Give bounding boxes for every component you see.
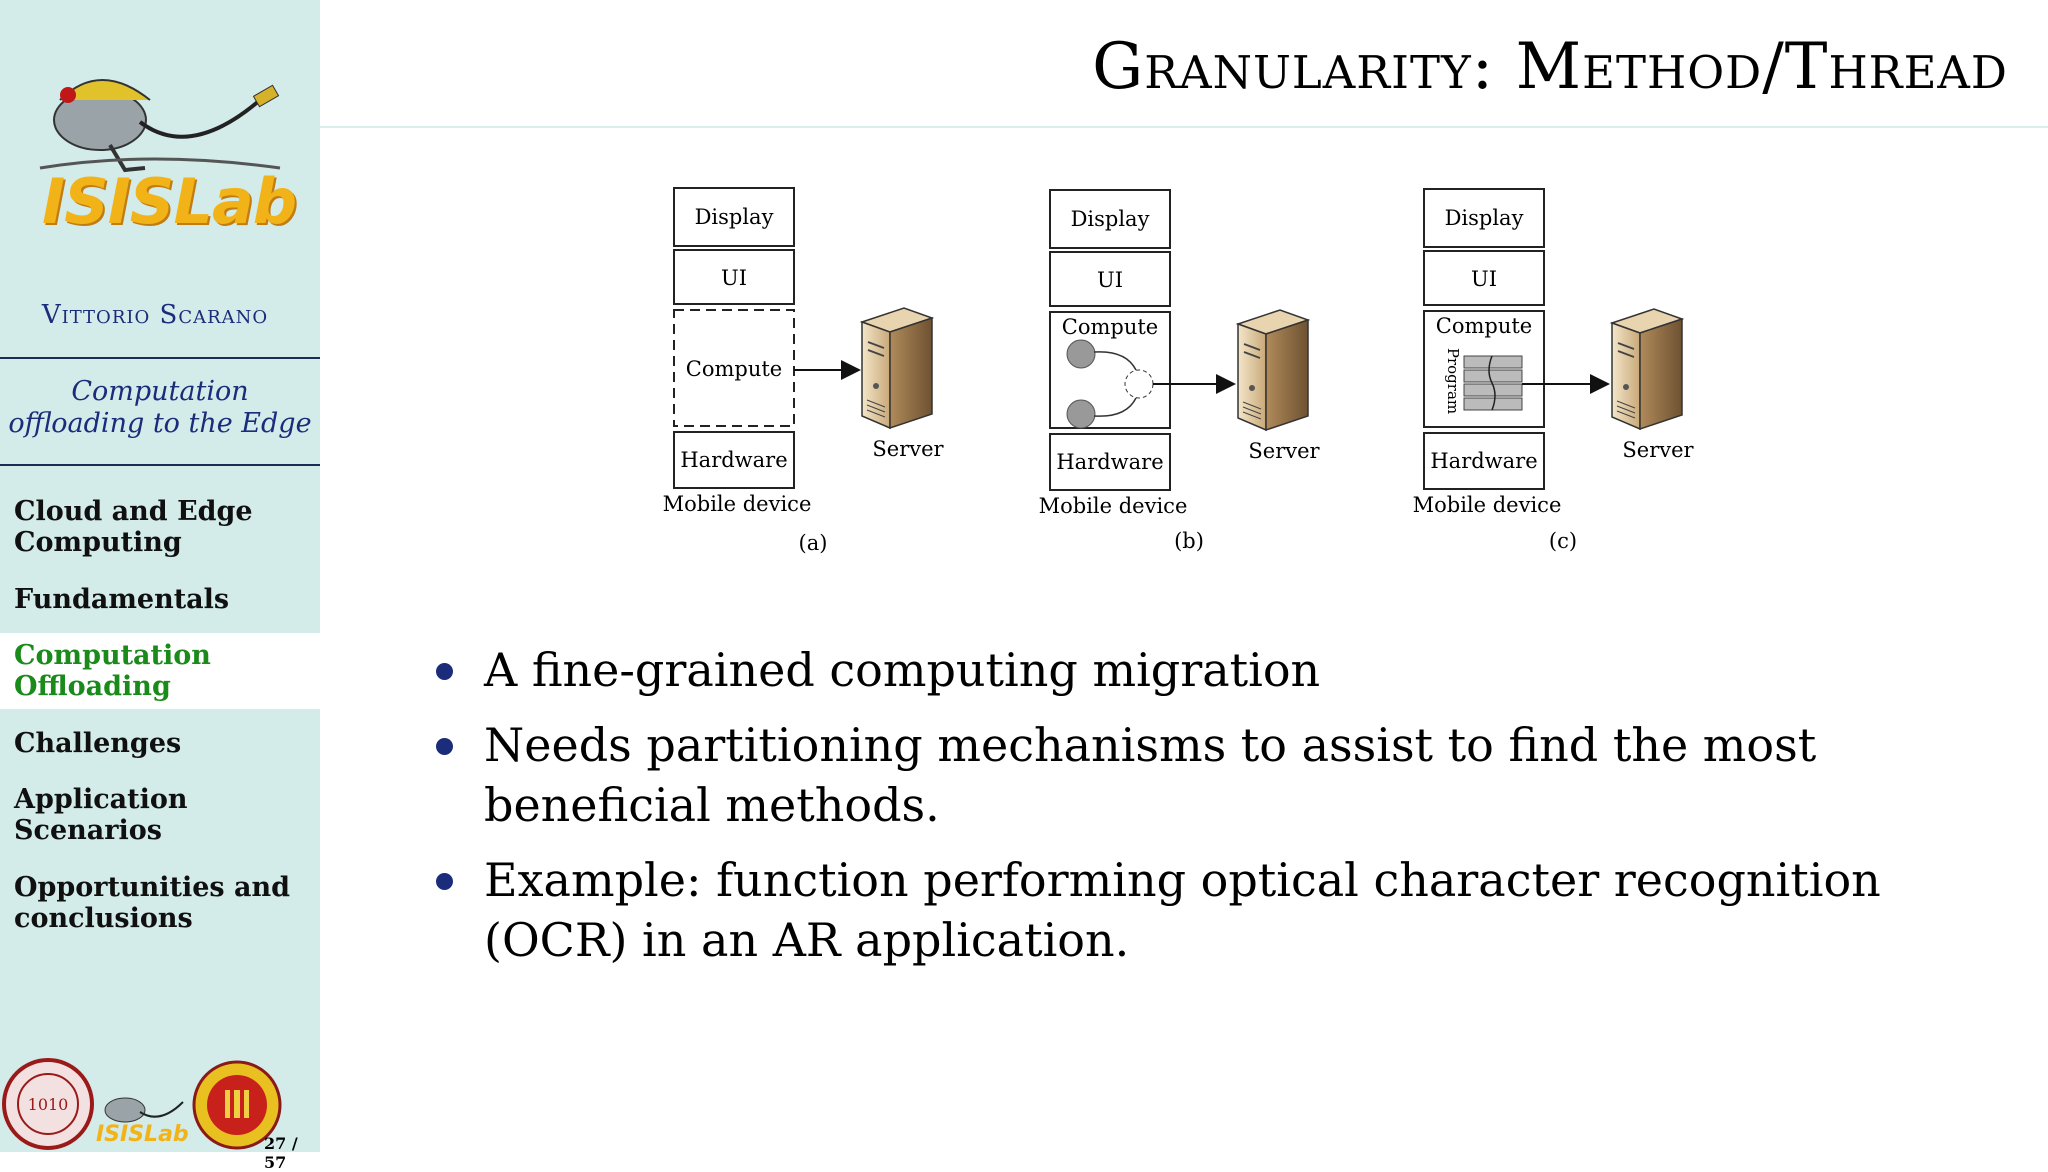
nav-item-label: Scenarios [14, 815, 162, 846]
compute-label: Compute [1062, 315, 1158, 339]
nav-item-label: Fundamentals [14, 584, 230, 615]
mobile-device-label: Mobile device [1413, 493, 1562, 517]
university-crest-logo [192, 1060, 282, 1150]
panel-b: Display UI Compute Hardware Mobile devic… [1039, 189, 1321, 553]
bullet-text: (OCR) in an AR application. [484, 913, 1130, 967]
nav-item-label: Offloading [14, 671, 171, 702]
bullet-text: beneficial methods. [484, 778, 940, 832]
nav-item-label: Opportunities and [14, 872, 291, 903]
subtitle-line: Computation [71, 376, 249, 407]
panel-a: Display UI Compute Hardware Mobile devic… [663, 187, 945, 555]
bullet-icon [436, 663, 453, 680]
server-icon [1235, 309, 1311, 432]
svg-text:1010: 1010 [28, 1095, 69, 1114]
compute-label: Compute [1436, 314, 1532, 338]
hardware-label: Hardware [680, 448, 787, 472]
panel-c: Display UI Compute Program Hardware Mobi… [1413, 188, 1695, 553]
bullet-text: Example: function performing optical cha… [484, 853, 1881, 907]
display-label: Display [1071, 207, 1150, 231]
bullet-text: A fine-grained computing migration [484, 643, 1321, 697]
nav-item-fundamentals[interactable]: Fundamentals [14, 584, 314, 615]
bullet-text: Needs partitioning mechanisms to assist … [484, 718, 1817, 772]
method-node [1066, 339, 1096, 369]
isislab-mascot-logo [39, 79, 281, 173]
nav-item-label: Computation [14, 640, 211, 671]
bullet-icon [436, 738, 453, 755]
server-label: Server [1248, 439, 1320, 463]
nav-item-application-scenarios[interactable]: Application Scenarios [14, 784, 314, 846]
server-icon [859, 307, 935, 430]
slide-title: Granularity: Method/Thread [1092, 30, 2008, 104]
isislab-footer-logo-text: ISISLab [96, 1122, 189, 1147]
server-label: Server [1622, 438, 1694, 462]
presentation-subtitle: Computation offloading to the Edge [0, 376, 320, 440]
server-icon [1609, 308, 1685, 431]
nav-item-computation-offloading[interactable]: Computation Offloading [14, 640, 314, 702]
bullet-list: A fine-grained computing migration Needs… [430, 640, 1950, 985]
nav-item-challenges[interactable]: Challenges [14, 728, 314, 759]
author-name: Vittorio Scarano [41, 300, 269, 330]
isislab-logo-text: ISISLab [42, 165, 297, 238]
active-section-highlight [0, 633, 320, 709]
sidebar: ISISLab Vittorio Scarano Computation off… [0, 0, 320, 1172]
page-number: 27 / 57 [264, 1134, 298, 1172]
isislab-footer-mascot [104, 1097, 184, 1123]
bullet-item: A fine-grained computing migration [430, 640, 1950, 700]
panel-label: (a) [799, 531, 828, 555]
subtitle-line: offloading to the Edge [8, 408, 312, 439]
nav-item-label: Application [14, 784, 188, 815]
method-node [1066, 399, 1096, 429]
offloading-granularity-diagram: Display UI Compute Hardware Mobile devic… [663, 187, 1695, 555]
program-label: Program [1444, 348, 1462, 414]
divider [0, 464, 320, 466]
hardware-label: Hardware [1430, 449, 1537, 473]
nav-item-label: Challenges [14, 728, 182, 759]
server-label: Server [872, 437, 944, 461]
title-divider [320, 126, 2048, 128]
bullet-item: Example: function performing optical cha… [430, 850, 1950, 970]
thread-block-icon [1463, 355, 1523, 411]
display-label: Display [1445, 206, 1524, 230]
hardware-label: Hardware [1056, 450, 1163, 474]
panel-label: (c) [1549, 529, 1577, 553]
mobile-device-label: Mobile device [663, 492, 812, 516]
nav-item-cloud-edge-computing[interactable]: Cloud and Edge Computing [14, 496, 314, 558]
nav-item-opportunities-conclusions[interactable]: Opportunities and conclusions [14, 872, 314, 934]
bullet-item: Needs partitioning mechanisms to assist … [430, 715, 1950, 835]
nav-item-label: Computing [14, 527, 182, 558]
compute-label: Compute [686, 357, 782, 381]
divider [0, 357, 320, 359]
nav-item-label: conclusions [14, 903, 193, 934]
nav-item-label: Cloud and Edge [14, 496, 253, 527]
ui-label: UI [1471, 267, 1497, 291]
bullet-icon [436, 873, 453, 890]
display-label: Display [695, 205, 774, 229]
ui-label: UI [721, 266, 747, 290]
panel-label: (b) [1174, 529, 1204, 553]
department-seal-logo: 1010 [2, 1058, 94, 1150]
ui-label: UI [1097, 268, 1123, 292]
mobile-device-label: Mobile device [1039, 494, 1188, 518]
